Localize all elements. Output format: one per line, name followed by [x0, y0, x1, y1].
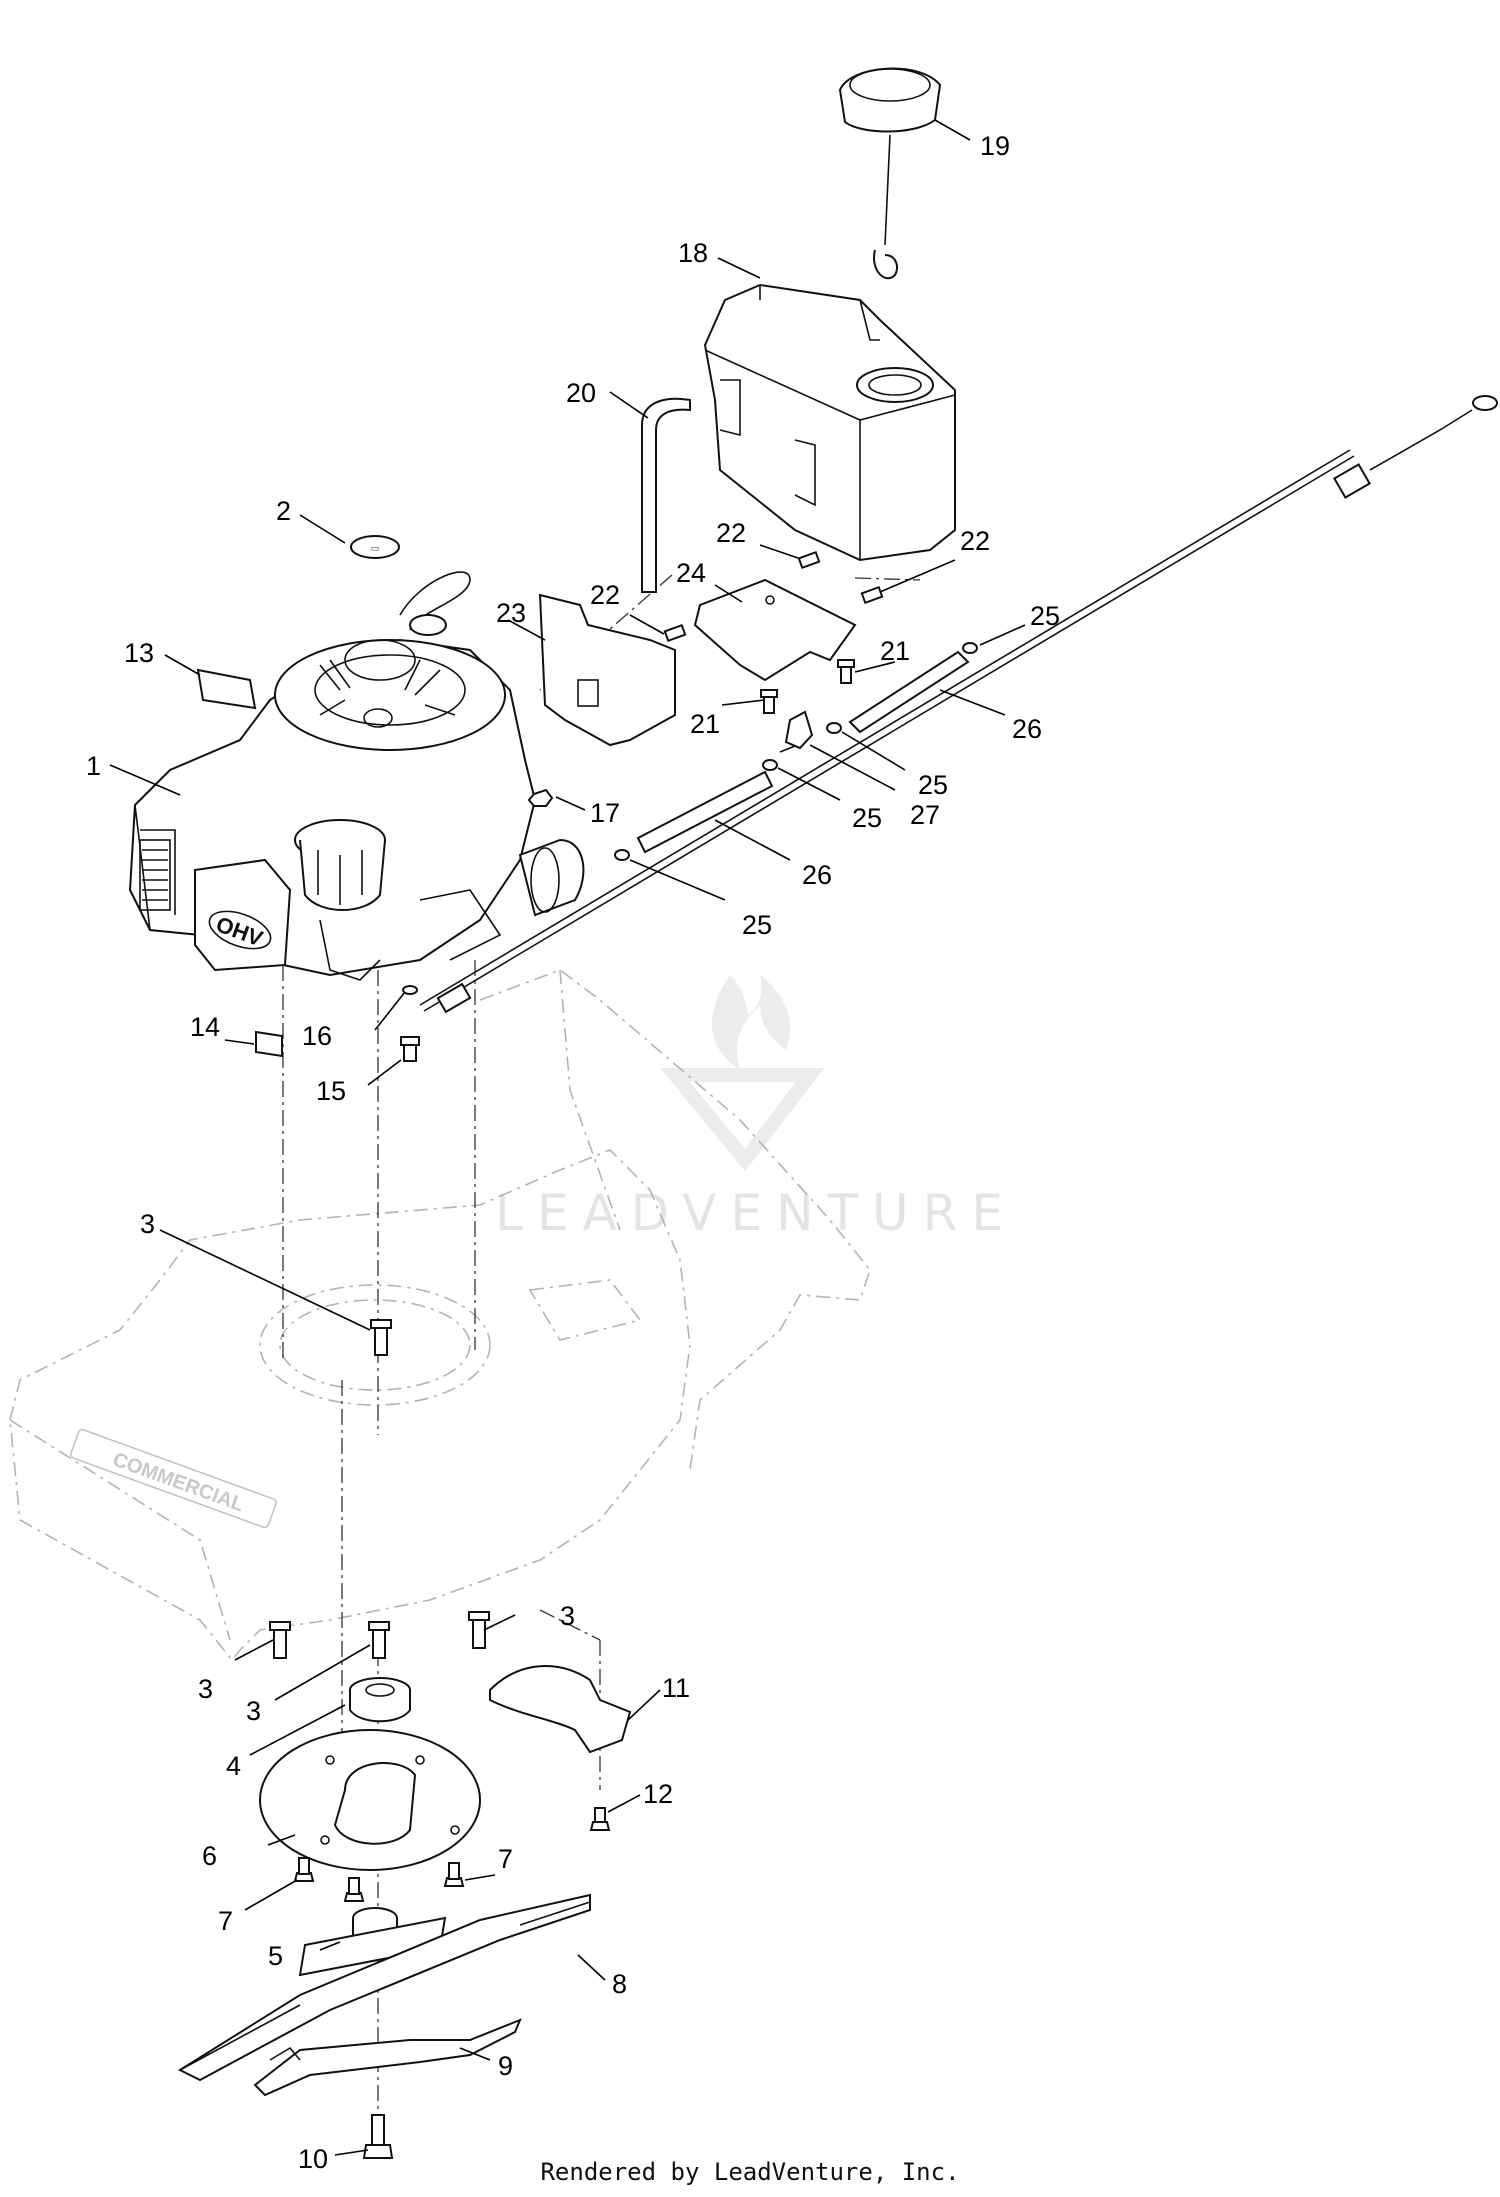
callout-8: 8	[612, 1969, 627, 1999]
callout-7-left: 7	[218, 1906, 233, 1936]
fuel-cap	[838, 67, 942, 280]
callout-3-upper: 3	[140, 1209, 155, 1239]
callout-3-right: 3	[560, 1601, 575, 1631]
callout-22-left: 22	[590, 580, 620, 610]
svg-text:▭: ▭	[371, 543, 380, 553]
decal-side	[196, 668, 257, 710]
fuel-line-lower	[636, 770, 774, 854]
callout-25-a: 25	[1030, 601, 1060, 631]
bearing-4	[349, 1677, 411, 1723]
engine: OHV	[128, 571, 585, 981]
callout-26-lower: 26	[802, 860, 832, 890]
footer-credit: Rendered by LeadVenture, Inc.	[540, 2158, 960, 2186]
baffle-plate	[259, 1729, 481, 1871]
callout-23: 23	[496, 598, 526, 628]
fuel-tank	[703, 283, 956, 562]
callout-3-mid: 3	[246, 1696, 261, 1726]
callout-11: 11	[662, 1673, 690, 1703]
blade-adapter	[298, 1907, 447, 1977]
callout-7-right: 7	[498, 1844, 513, 1874]
washer-16	[402, 985, 418, 995]
bolt-15	[400, 1036, 420, 1062]
callout-16: 16	[302, 1021, 332, 1051]
callout-12: 12	[643, 1779, 673, 1809]
callout-21-left: 21	[690, 709, 720, 739]
engine-shroud-grille	[139, 839, 171, 911]
callout-9: 9	[498, 2051, 513, 2081]
callout-15: 15	[316, 1076, 346, 1106]
callout-25-b: 25	[918, 770, 948, 800]
bracket-23	[538, 593, 676, 747]
hose-clamps	[614, 642, 978, 861]
fuel-shutoff-valve	[779, 710, 814, 753]
leader-lines	[109, 119, 1026, 2156]
callout-14: 14	[190, 1012, 220, 1042]
decal-small	[255, 1030, 283, 1058]
screws-22	[663, 550, 884, 643]
watermark-text: LEADVENTURE	[495, 1184, 1017, 1242]
callout-26-upper: 26	[1012, 714, 1042, 744]
screws-21	[760, 659, 855, 714]
callout-20: 20	[566, 378, 596, 408]
watermark: LEADVENTURE	[495, 975, 1017, 1242]
callout-3-left: 3	[198, 1674, 213, 1704]
callout-17: 17	[590, 798, 620, 828]
throttle-cable	[419, 395, 1498, 1014]
blade-9	[253, 2018, 522, 2097]
bolts-3	[269, 1319, 490, 1659]
callout-6: 6	[202, 1841, 217, 1871]
callout-5: 5	[268, 1941, 283, 1971]
callout-18: 18	[678, 238, 708, 268]
callout-13: 13	[124, 638, 154, 668]
blade-bolt-10	[362, 2114, 394, 2159]
callout-19: 19	[980, 131, 1010, 161]
deck-brand-plate: COMMERCIAL	[70, 1428, 277, 1529]
decal-top: ▭	[350, 535, 400, 559]
callout-4: 4	[226, 1751, 241, 1781]
callout-1: 1	[86, 751, 101, 781]
callout-10: 10	[298, 2144, 328, 2174]
flame-logo-icon	[660, 975, 825, 1172]
callout-25-d: 25	[742, 910, 772, 940]
bolts-7	[293, 1857, 465, 1902]
bracket-24	[693, 578, 857, 682]
vent-hose	[641, 397, 691, 593]
blade-8	[177, 1893, 591, 2082]
fuel-line-upper	[848, 650, 970, 734]
callout-24: 24	[676, 558, 706, 588]
blower-housing-fins	[319, 659, 456, 716]
shield-11	[489, 1665, 632, 1754]
nut-17	[527, 788, 554, 807]
callout-25-c: 25	[852, 803, 882, 833]
callout-22-top: 22	[716, 518, 746, 548]
callout-22-right: 22	[960, 526, 990, 556]
callout-27: 27	[910, 800, 940, 830]
callout-21-right: 21	[880, 636, 910, 666]
callouts: 1 2 3 3 3 3 4 5 6 7 7 8 9 10 11 12 13 14…	[86, 131, 1060, 2174]
callout-2: 2	[276, 496, 291, 526]
screw-12	[589, 1807, 611, 1831]
